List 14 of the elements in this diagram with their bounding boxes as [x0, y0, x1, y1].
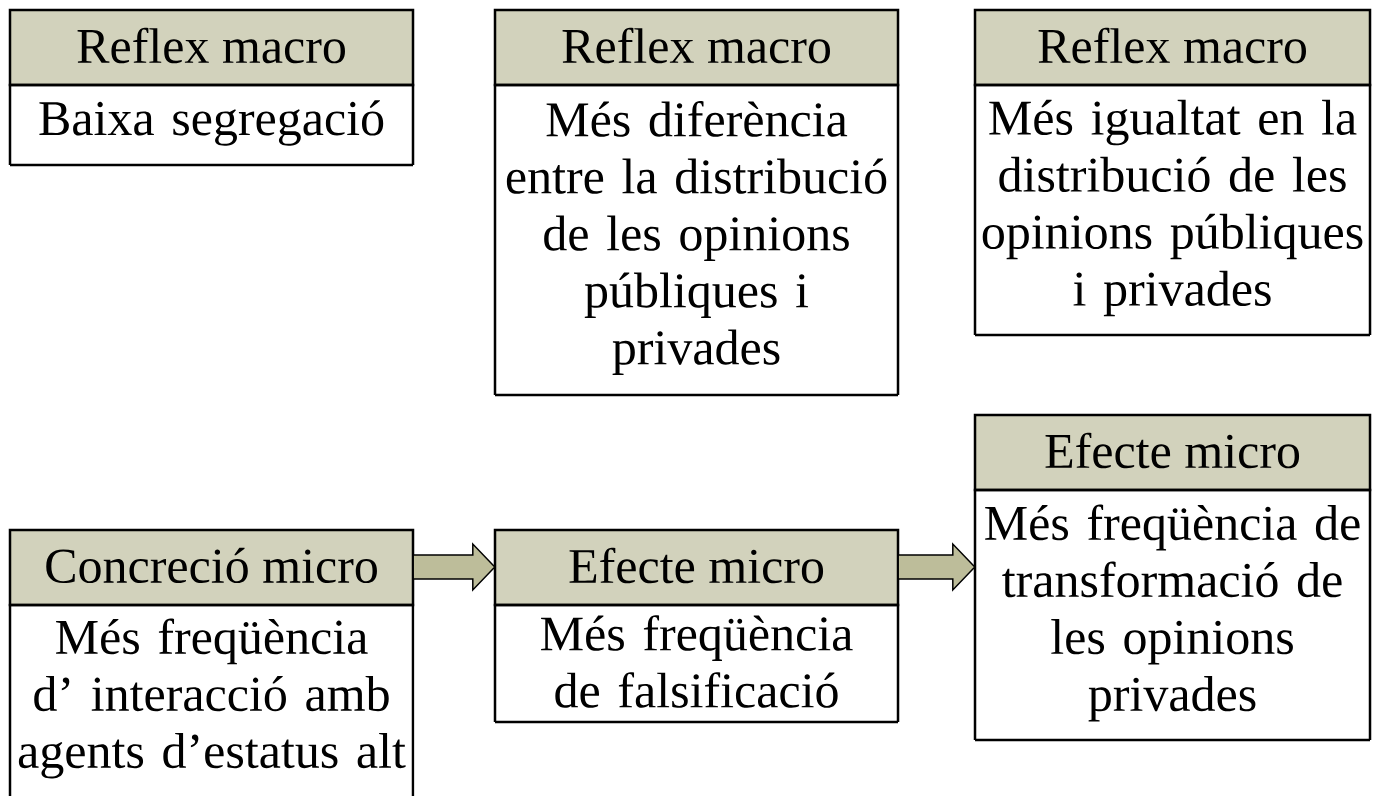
header-box: Efecte micro	[973, 413, 1372, 492]
text-box: Baixa segregació	[8, 83, 415, 165]
header-box: Reflex macro	[973, 8, 1372, 87]
text-box: Més freqüència de falsificació	[493, 603, 900, 722]
header-box: Reflex macro	[8, 8, 415, 87]
text-box: Més freqüència d’ interacció amb agents d’estatus alt	[8, 603, 415, 796]
block-arrow	[897, 542, 976, 592]
block-arrow	[412, 542, 496, 592]
header-box: Reflex macro	[493, 8, 900, 87]
header-box: Concreció micro	[8, 528, 415, 607]
text-box: Més igualtat en la distribució de les opinions públiques i privades	[973, 83, 1372, 335]
text-box: Més diferència entre la distribució de les opinions públiques i privades	[493, 83, 900, 395]
text-box: Més freqüència de transformació de les opinions privades	[973, 488, 1372, 740]
header-box: Efecte micro	[493, 528, 900, 607]
